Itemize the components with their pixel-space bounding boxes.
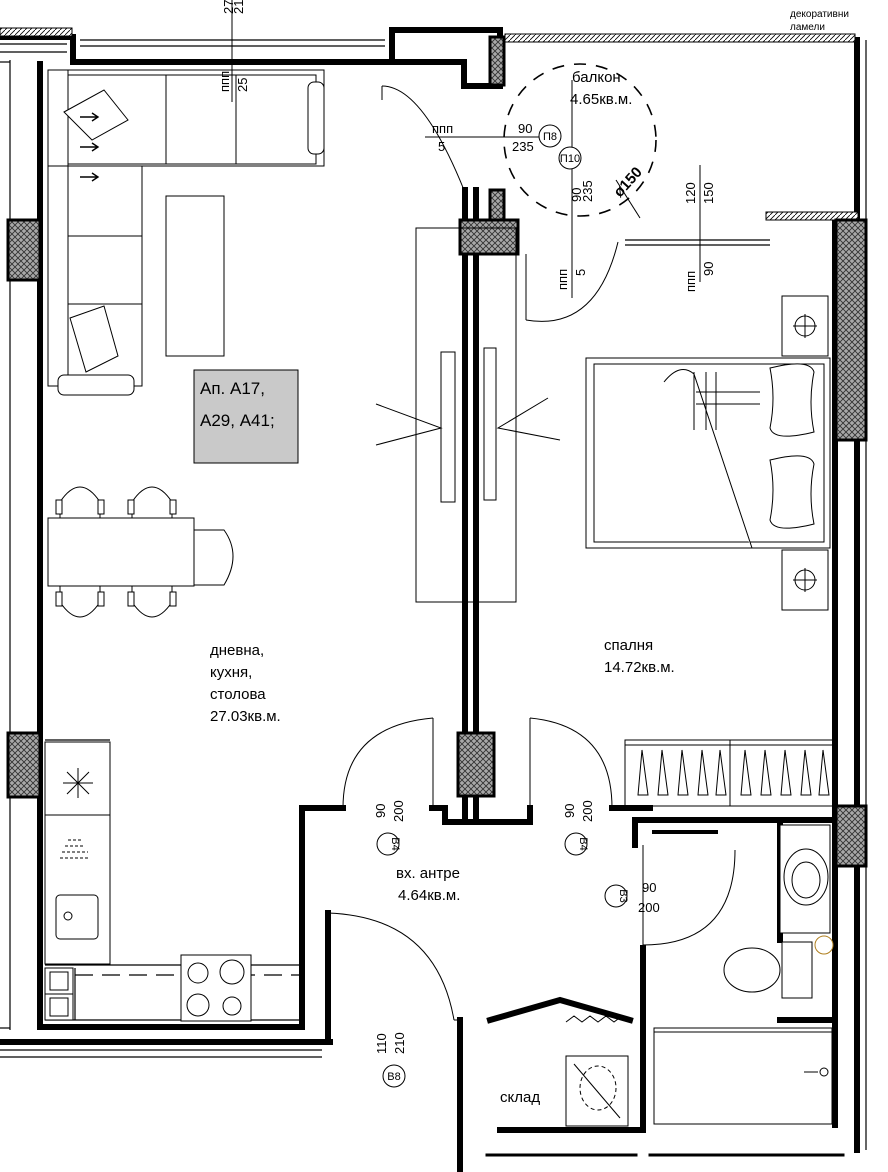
balcony-door-235-h: 235: [512, 139, 534, 154]
lamp-icons: [793, 314, 817, 592]
dim-top-ppp: ппп: [217, 71, 232, 92]
pillow-arrows: [80, 112, 100, 182]
columns: [6, 35, 868, 868]
hall-left-90: 90: [373, 804, 388, 818]
window-ppp: ппп: [683, 271, 698, 292]
sofa: [47, 69, 325, 396]
decorative-slats-bar: [504, 33, 856, 43]
living-line-3: столова: [210, 686, 266, 703]
decorative-line-1: декоративни: [790, 9, 849, 20]
living-line-1: дневна,: [210, 642, 264, 659]
apartment-tag: Ап. А17, А29, А41;: [200, 379, 275, 430]
markers: [376, 124, 628, 1088]
window-150: 150: [701, 182, 716, 204]
balcony-lower-5: 5: [573, 269, 588, 276]
apartment-id-2: А29, А41;: [200, 411, 275, 430]
living-line-4: 27.03кв.м.: [210, 708, 281, 725]
dimension-lines: [231, 0, 701, 298]
marker-v4-left: В4: [389, 837, 401, 850]
apartment-tag-box: [193, 369, 299, 464]
right-top-bar: [765, 211, 859, 221]
horizontal-dims: ппп 5 90 235 90 200: [432, 121, 660, 915]
vertical-dims: 27 21 25 ппп 90 235 ппп 5 120 150 ппп 90…: [217, 0, 716, 1054]
entry-110: 110: [374, 1033, 389, 1054]
decorative-line-2: ламели: [790, 22, 825, 33]
storage-label: склад: [500, 1089, 540, 1106]
marker-v4-right: В4: [577, 837, 589, 850]
decorative-note: декоративни ламели: [790, 9, 849, 33]
marker-v3: В3: [617, 889, 629, 902]
bathroom-fixtures: [652, 824, 834, 1125]
balcony-door-5: 5: [438, 139, 445, 154]
bedroom-line-2: 14.72кв.м.: [604, 659, 675, 676]
window-90: 90: [701, 262, 716, 276]
hood-icon: [60, 839, 90, 859]
storage-box: [565, 1015, 631, 1127]
hall-right-90: 90: [562, 804, 577, 818]
hall-right-200: 200: [580, 800, 595, 822]
dim-top-25: 25: [235, 78, 250, 92]
bath-door-200: 200: [638, 900, 660, 915]
left-top-bar: [0, 27, 73, 37]
apartment-id-1: Ап. А17,: [200, 379, 265, 398]
bedroom-line-1: спалня: [604, 637, 653, 654]
marker-p10: П10: [560, 153, 580, 165]
balcony-line-2: 4.65кв.м.: [570, 91, 632, 108]
swing-diameter: ø150: [610, 164, 646, 201]
marker-labels: П8 П10 В4 В4 В3 В8: [387, 131, 629, 1083]
kitchen-counter: [44, 741, 252, 1022]
entry-210: 210: [392, 1032, 407, 1054]
bedroom-wardrobe: [624, 739, 834, 807]
balcony-door-235: 235: [580, 180, 595, 202]
dim-top-21: 21: [231, 0, 246, 14]
balcony-door-90: 90: [569, 188, 584, 202]
bath-door-90: 90: [642, 880, 656, 895]
hall-line-2: 4.64кв.м.: [398, 887, 460, 904]
hall-line-1: вх. антре: [396, 865, 460, 882]
room-labels: дневна, кухня, столова 27.03кв.м. спалня…: [210, 69, 675, 1106]
wardrobe-panel: [375, 227, 561, 603]
marker-v8: В8: [387, 1071, 400, 1083]
living-line-2: кухня,: [210, 664, 252, 681]
dining-table: [47, 486, 234, 618]
hall-left-200: 200: [391, 800, 406, 822]
balcony-door-90-h: 90: [518, 121, 532, 136]
balcony-line-1: балкон: [572, 69, 621, 86]
dim-top-27: 27: [221, 0, 236, 14]
balcony-lower-ppp: ппп: [555, 269, 570, 290]
snowflake-icon: [63, 768, 93, 798]
balcony-door-ppp: ппп: [432, 121, 453, 136]
window-120: 120: [683, 182, 698, 204]
marker-p8: П8: [543, 131, 557, 143]
bed: [585, 295, 831, 611]
doors: [327, 63, 736, 1021]
